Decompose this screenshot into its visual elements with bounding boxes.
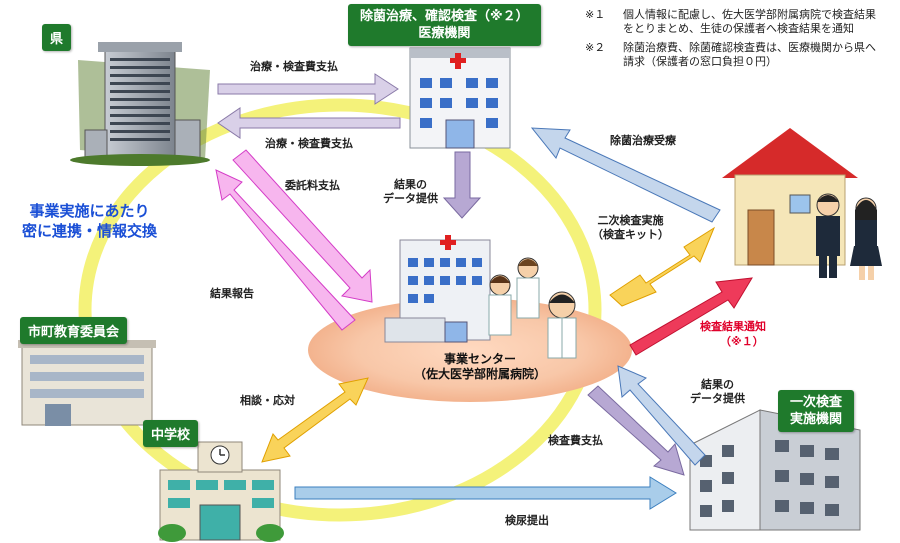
arrow-treatment-pay-top — [217, 73, 399, 105]
medical-institution-tag: 除菌治療、確認検査（※２） 医療機関 — [348, 4, 541, 46]
arrow-data-from-primary — [617, 365, 706, 466]
footnotes: ※１ 個人情報に配慮し、佐大医学部附属病院で検査結果をとりまとめ、生徒の保護者へ… — [585, 8, 885, 74]
note-2-text: 除菌治療費、除菌確認検査費は、医療機関から県へ請求（保護者の窓口負担０円） — [623, 41, 876, 68]
center-hospital-staff-icon — [384, 235, 577, 359]
city-board-building-icon — [18, 340, 156, 426]
label-consult: 相談・応対 — [240, 394, 295, 407]
note-1-text: 個人情報に配慮し、佐大医学部附属病院で検査結果をとりまとめ、生徒の保護者へ検査結… — [623, 8, 876, 35]
prefecture-building-icon — [70, 42, 210, 166]
label-treatment-pay-bottom: 治療・検査費支払 — [265, 137, 353, 150]
cooperation-label: 事業実施にあたり 密に連携・情報交換 — [22, 202, 158, 240]
label-commission-pay: 委託料支払 — [285, 179, 340, 192]
center-sub: （佐大医学部附属病院） — [413, 367, 546, 381]
primary-exam-building-icon — [689, 409, 861, 531]
arrow-treatment-received — [530, 127, 721, 223]
school-building-icon — [158, 441, 284, 542]
label-treatment-received: 除菌治療受療 — [610, 134, 676, 147]
label-exam-pay: 検査費支払 — [548, 434, 603, 447]
arrow-data-from-medical — [442, 151, 482, 219]
note-2: ※２ 除菌治療費、除菌確認検査費は、医療機関から県へ請求（保護者の窓口負担０円） — [585, 41, 885, 69]
primary-exam-tag: 一次検査 実施機関 — [778, 390, 855, 432]
arrow-secondary-exam — [609, 226, 716, 307]
label-secondary-exam: 二次検査実施 （検査キット） — [592, 214, 669, 241]
school-tag: 中学校 — [143, 420, 199, 447]
label-treatment-pay-top: 治療・検査費支払 — [250, 60, 338, 73]
arrow-exam-pay — [587, 385, 685, 476]
note-1: ※１ 個人情報に配慮し、佐大医学部附属病院で検査結果をとりまとめ、生徒の保護者へ… — [585, 8, 885, 36]
hospital-icon — [409, 47, 511, 149]
note-1-mark: ※１ — [585, 8, 606, 21]
label-result-notice-mark: （※１） — [720, 335, 764, 348]
label-result-report: 結果報告 — [210, 287, 254, 300]
cooperation-ring — [78, 98, 602, 522]
arrow-commission-pay — [232, 149, 373, 303]
arrow-urine-submit — [294, 476, 677, 510]
label-result-notice: 検査結果通知 — [700, 320, 766, 333]
label-data-from-primary: 結果の データ提供 — [690, 378, 745, 405]
label-urine-submit: 検尿提出 — [505, 514, 549, 527]
arrow-result-notice — [629, 277, 753, 356]
arrow-result-report — [215, 169, 356, 331]
center-name: 事業センター — [443, 352, 516, 366]
arrow-consult — [261, 377, 369, 463]
home-family-icon — [722, 128, 882, 280]
center-label: 事業センター （佐大医学部附属病院） — [400, 352, 560, 382]
arrow-treatment-pay-bottom — [217, 107, 401, 139]
prefecture-tag: 県 — [42, 24, 72, 51]
city-board-tag: 市町教育委員会 — [20, 317, 128, 344]
note-2-mark: ※２ — [585, 41, 606, 54]
label-data-from-medical: 結果の データ提供 — [383, 178, 438, 205]
